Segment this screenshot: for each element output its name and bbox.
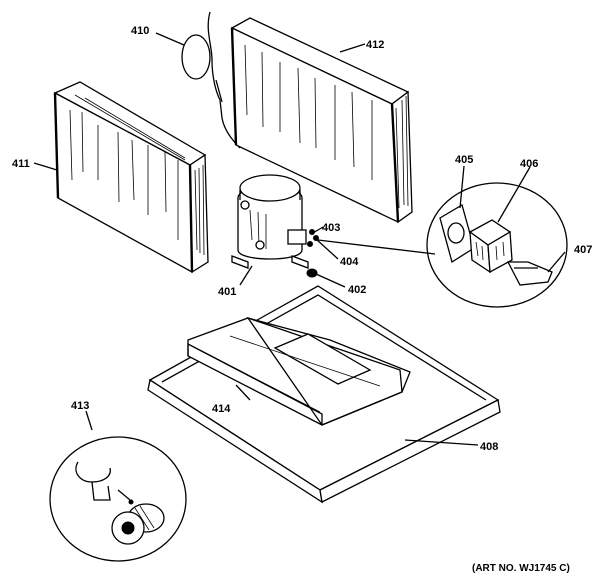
label-406: 406	[520, 158, 538, 170]
part-414-shroud	[187, 316, 411, 426]
label-410: 410	[131, 25, 149, 37]
art-number: (ART NO. WJ1745 C)	[472, 563, 570, 574]
part-405-overload	[439, 204, 475, 264]
label-413: 413	[71, 400, 89, 412]
label-414: 414	[212, 403, 231, 415]
part-401-compressor	[231, 174, 309, 269]
part-413-fan-motor	[75, 461, 165, 545]
label-402: 402	[348, 284, 366, 296]
part-403-terminal	[309, 229, 319, 241]
label-407: 407	[574, 244, 592, 256]
part-404-terminal	[307, 241, 313, 247]
inset-405-407	[426, 182, 568, 308]
part-410-sensor	[181, 11, 241, 149]
label-403: 403	[322, 222, 340, 234]
part-412-coil	[230, 17, 413, 224]
inset-413	[49, 436, 187, 562]
label-408: 408	[480, 441, 498, 453]
label-412: 412	[366, 39, 384, 51]
label-404: 404	[340, 256, 359, 268]
label-401: 401	[218, 286, 236, 298]
part-406-relay	[468, 219, 513, 274]
part-402-grommet	[306, 268, 318, 278]
leader-lines	[33, 32, 566, 446]
part-407-clip	[506, 261, 553, 286]
part-411-coil	[53, 81, 209, 274]
label-411: 411	[12, 158, 30, 170]
label-405: 405	[455, 154, 473, 166]
part-labels: 410 411 412 401 402 403 404 405 406 407 …	[12, 25, 592, 453]
